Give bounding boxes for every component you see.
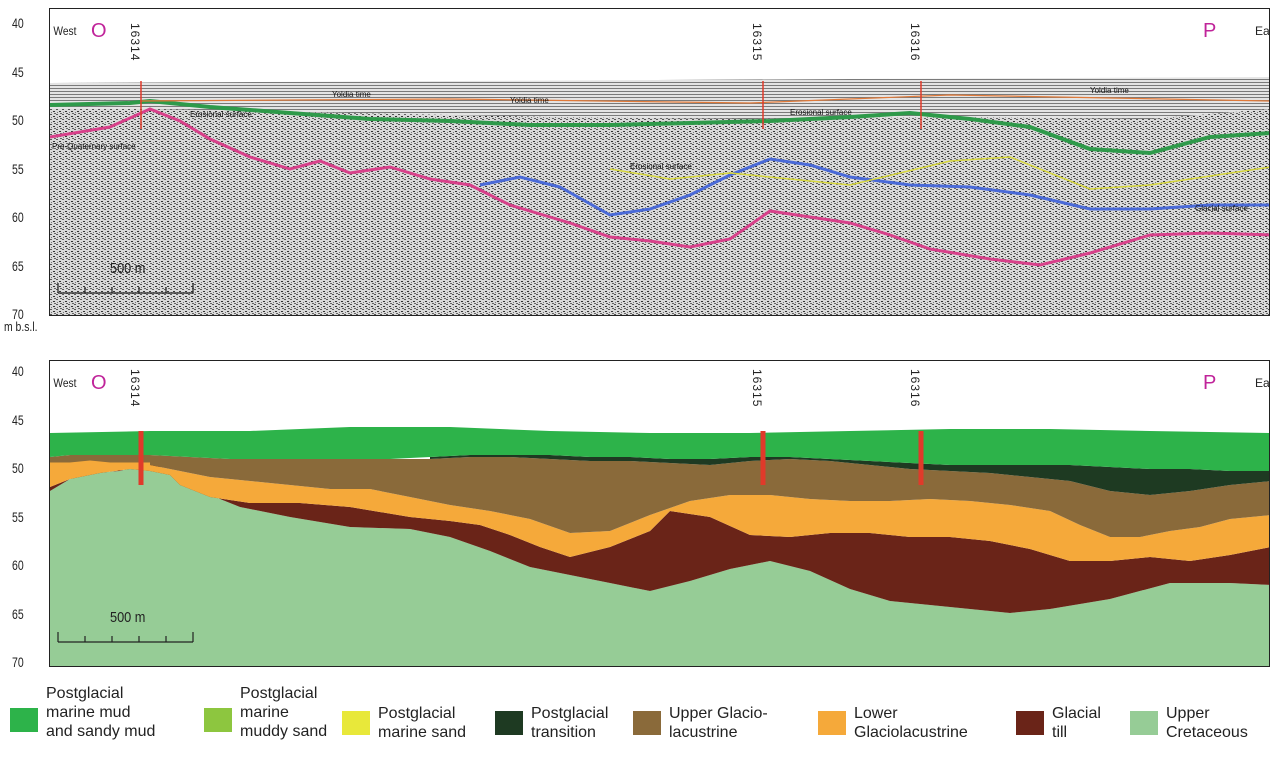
bottom-east-label: East <box>1255 376 1270 390</box>
legend-swatch <box>1016 711 1044 735</box>
lower-glacio-west-band <box>50 460 150 468</box>
legend-swatch <box>818 711 846 735</box>
depth-unit-label: m b.s.l. <box>4 319 38 334</box>
bottom-scale-label: 500 m <box>110 608 145 625</box>
legend-item-1: Postglacial marine muddy sand <box>204 684 327 741</box>
seismic-profile-svg: 16314 16315 16316 West O P EastErosional surf… <box>50 9 1270 315</box>
top-marker-p: P <box>1203 20 1216 42</box>
y-top-tick-45: 45 <box>12 63 24 80</box>
legend-swatch <box>1130 711 1158 735</box>
legend-swatch <box>10 707 38 732</box>
y-bottom-tick-50: 50 <box>12 460 24 476</box>
legend: Postglacial marine mud and sandy mud Post… <box>0 680 1274 763</box>
legend-item-6: Glacial till <box>1016 704 1101 742</box>
horizon-label: Erosional surface <box>630 162 692 171</box>
horizon-label: Yoldia time <box>510 96 549 105</box>
legend-swatch <box>342 711 370 735</box>
seismic-layered-top <box>50 77 1269 119</box>
yoldia-horizon <box>139 94 1269 104</box>
legend-item-7: Upper Cretaceous <box>1130 704 1248 742</box>
legend-label: Upper Glacio- lacustrine <box>669 705 768 741</box>
y-top-tick-50: 50 <box>12 112 24 128</box>
glacial-horizon <box>479 157 1269 217</box>
interpreted-section-svg: 16314 16315 16316 West O P East 500 m <box>50 361 1270 666</box>
horizon-label: Yoldia time <box>332 90 371 99</box>
seismic-profile-panel: 16314 16315 16316 West O P EastErosional surf… <box>49 8 1270 316</box>
interpreted-section-panel: 16314 16315 16316 West O P East 500 m <box>49 360 1270 667</box>
y-bottom-tick-65: 65 <box>12 605 24 622</box>
top-east-label: East <box>1255 24 1270 38</box>
seismic-noise-body <box>50 81 1269 315</box>
y-top-tick-70: 70 <box>12 306 24 322</box>
y-top-tick-60: 60 <box>12 209 24 225</box>
horizon-label: Glacial surface <box>1195 204 1248 213</box>
y-bottom-tick-40: 40 <box>12 363 24 379</box>
legend-label: Postglacial transition <box>531 705 609 741</box>
legend-item-0: Postglacial marine mud and sandy mud <box>10 684 155 741</box>
y-top-tick-55: 55 <box>12 160 24 177</box>
y-bottom-tick-70: 70 <box>12 654 24 670</box>
legend-item-3: Postglacial transition <box>495 704 608 742</box>
legend-swatch <box>495 711 523 735</box>
bottom-core-label-16315: 16315 <box>750 369 764 407</box>
legend-label: Postglacial marine mud and sandy mud <box>46 685 156 740</box>
legend-label: Postglacial marine sand <box>378 705 467 741</box>
erosional-horizon <box>50 98 1269 156</box>
legend-swatch <box>204 707 232 732</box>
legend-swatch <box>633 711 661 735</box>
legend-item-2: Postglacial marine sand <box>342 704 466 742</box>
y-top-tick-40: 40 <box>12 15 24 31</box>
postglacial-mud-layer <box>50 427 1269 471</box>
upper-cretaceous-layer <box>50 461 1269 666</box>
horizon-label: Erosional surface <box>190 110 252 119</box>
bottom-core-label-16314: 16314 <box>128 369 142 407</box>
bottom-marker-p: P <box>1203 372 1216 394</box>
glacial-till-layer <box>50 461 1269 613</box>
y-top-tick-65: 65 <box>12 257 24 274</box>
y-bottom-tick-55: 55 <box>12 508 24 525</box>
legend-item-5: Lower Glaciolacustrine <box>818 704 968 742</box>
top-scale-label: 500 m <box>110 259 145 276</box>
bottom-marker-o: O <box>91 372 107 394</box>
sand-horizon <box>609 156 1269 190</box>
top-core-label-16314: 16314 <box>128 23 142 61</box>
bottom-west-label: West <box>53 377 77 390</box>
top-core-label-16315: 16315 <box>750 23 764 61</box>
horizon-label: Erosional surface <box>790 108 852 117</box>
top-west-label: West <box>53 25 77 38</box>
legend-label: Upper Cretaceous <box>1166 705 1248 741</box>
top-core-label-16316: 16316 <box>908 23 922 61</box>
top-marker-o: O <box>91 20 107 42</box>
horizon-label: Pre-Quaternary surface <box>52 142 136 151</box>
legend-label: Lower Glaciolacustrine <box>854 705 968 741</box>
legend-label: Postglacial marine muddy sand <box>240 685 328 740</box>
bottom-core-label-16316: 16316 <box>908 369 922 407</box>
y-bottom-tick-60: 60 <box>12 557 24 573</box>
y-bottom-tick-45: 45 <box>12 411 24 428</box>
legend-label: Glacial till <box>1052 705 1101 741</box>
upper-glaciolacustrine-layer <box>50 455 1269 537</box>
pre-quaternary-horizon <box>50 107 1269 267</box>
horizon-label: Yoldia time <box>1090 86 1129 95</box>
legend-item-4: Upper Glacio- lacustrine <box>633 704 768 742</box>
